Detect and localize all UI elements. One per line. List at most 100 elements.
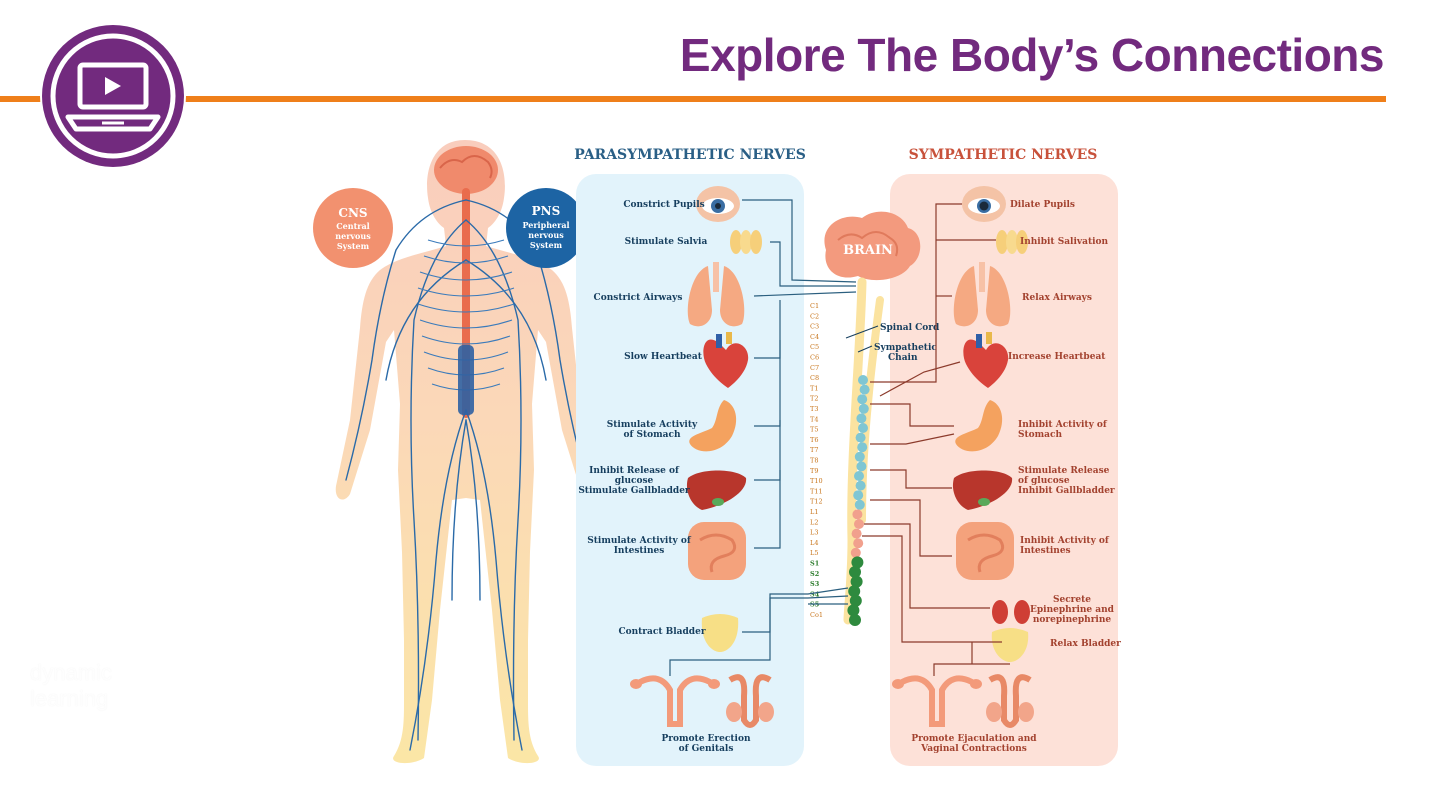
svg-text:CNS: CNS [338, 206, 367, 220]
sympathetic-panel [890, 174, 1118, 766]
right-organ-male-reproductive [986, 674, 1034, 728]
left-organ-stomach [689, 400, 737, 452]
chain-ganglion [847, 604, 860, 617]
vertebra-label: C5 [810, 343, 819, 351]
parasympathetic-label: Stimulate Salvia [625, 237, 708, 247]
right-organ-adrenal-kidneys [992, 600, 1030, 624]
chain-ganglion [853, 490, 864, 501]
left-organ-eye [696, 186, 740, 222]
parasympathetic-heading: PARASYMPATHETIC NERVES [574, 147, 806, 163]
watermark-line-1: dynamic [30, 660, 112, 685]
svg-text:Peripheral: Peripheral [522, 220, 569, 230]
left-organ-heart [703, 332, 749, 388]
vertebra-label: T12 [810, 498, 823, 506]
vertebra-label: L4 [810, 539, 818, 547]
chain-ganglion [850, 575, 863, 588]
left-organ-female-reproductive [630, 675, 720, 727]
right-organ-eye [962, 186, 1006, 222]
chain-ganglion [854, 451, 865, 462]
chain-ganglion [854, 499, 865, 510]
sympathetic-heading: SYMPATHETIC NERVES [909, 147, 1098, 163]
chain-ganglion [851, 528, 862, 539]
chain-ganglion [857, 394, 868, 405]
right-organ-salivary [996, 230, 1028, 254]
sympathetic-label: Inhibit Salivation [1020, 237, 1109, 247]
vertebra-label: C1 [810, 302, 819, 310]
sympathetic-chain [847, 375, 870, 626]
chain-ganglion [856, 413, 867, 424]
sympathetic-label: Increase Heartbeat [1008, 352, 1106, 362]
left-organ-salivary [730, 230, 762, 254]
chain-ganglion [853, 538, 864, 549]
vertebra-label: L5 [810, 549, 818, 557]
human-body-figure [335, 140, 597, 764]
vertebra-label: L1 [810, 508, 818, 516]
vertebra-label: T3 [810, 405, 818, 413]
vertebra-label: T7 [810, 446, 818, 454]
svg-text:nervous: nervous [528, 230, 564, 240]
vertebra-label: C2 [810, 312, 819, 320]
vertebra-label: L3 [810, 529, 818, 537]
sympathetic-chain-label-2: Chain [888, 353, 918, 363]
left-organ-male-reproductive [726, 674, 774, 728]
chain-ganglion [850, 547, 861, 558]
video-badge[interactable] [42, 25, 184, 167]
brain-in-head [434, 146, 498, 194]
spinal-cord-label: Spinal Cord [880, 323, 940, 333]
chain-ganglion [848, 585, 861, 598]
vertebra-label: Co1 [810, 611, 823, 619]
right-organ-bladder [991, 628, 1029, 662]
vertebra-label: C7 [810, 364, 819, 372]
right-organ-stomach [955, 400, 1003, 452]
vertebra-label: S5 [810, 601, 820, 609]
cns-badge: CNS Central nervous System [313, 188, 393, 268]
sympathetic-connectors [862, 203, 1010, 676]
vertebra-label: T9 [810, 467, 818, 475]
left-organ-liver [686, 470, 747, 510]
chain-ganglion [851, 556, 864, 569]
vertebra-label: S4 [810, 590, 820, 598]
vertebra-label: T11 [810, 487, 823, 495]
vertebra-label: T1 [810, 384, 818, 392]
chain-ganglion [855, 480, 866, 491]
vertebra-label: T6 [810, 436, 818, 444]
chain-ganglion [859, 384, 870, 395]
right-organ-female-reproductive [892, 675, 982, 727]
sympathetic-label: Relax Bladder [1050, 639, 1121, 649]
chain-ganglion [858, 375, 868, 385]
vertebra-labels: C1C2C3C4C5C6C7C8T1T2T3T4T5T6T7T8T9T10T11… [810, 302, 823, 619]
pns-badge: PNS Peripheral nervous System [506, 188, 586, 268]
watermark-line-2: learning [30, 686, 109, 711]
vertebra-label: T2 [810, 395, 818, 403]
sympathetic-chain-label-1: Sympathetic [874, 343, 937, 353]
chain-ganglion [849, 566, 861, 578]
vertebra-label: C8 [810, 374, 819, 382]
vertebra-label: T4 [810, 415, 818, 423]
slide-title: Explore The Body’s Connections [679, 29, 1385, 81]
parasympathetic-panel [576, 174, 804, 766]
chain-ganglion [854, 519, 864, 529]
vertebra-label: T5 [810, 426, 818, 434]
left-organ-intestines [688, 522, 746, 580]
chain-ganglion [858, 423, 868, 433]
vertebra-label: S3 [810, 580, 820, 588]
vertebra-label: T10 [810, 477, 823, 485]
svg-text:PNS: PNS [532, 204, 561, 218]
chain-ganglion [857, 442, 868, 453]
parasympathetic-connectors [669, 199, 857, 676]
svg-text:System: System [337, 241, 370, 251]
vertebra-label: T8 [810, 457, 818, 465]
sympathetic-label: Relax Airways [1022, 293, 1092, 303]
right-organ-liver [952, 470, 1013, 510]
chain-ganglion [852, 509, 863, 520]
left-organ-bladder [701, 614, 739, 652]
left-organ-lungs [687, 262, 745, 327]
